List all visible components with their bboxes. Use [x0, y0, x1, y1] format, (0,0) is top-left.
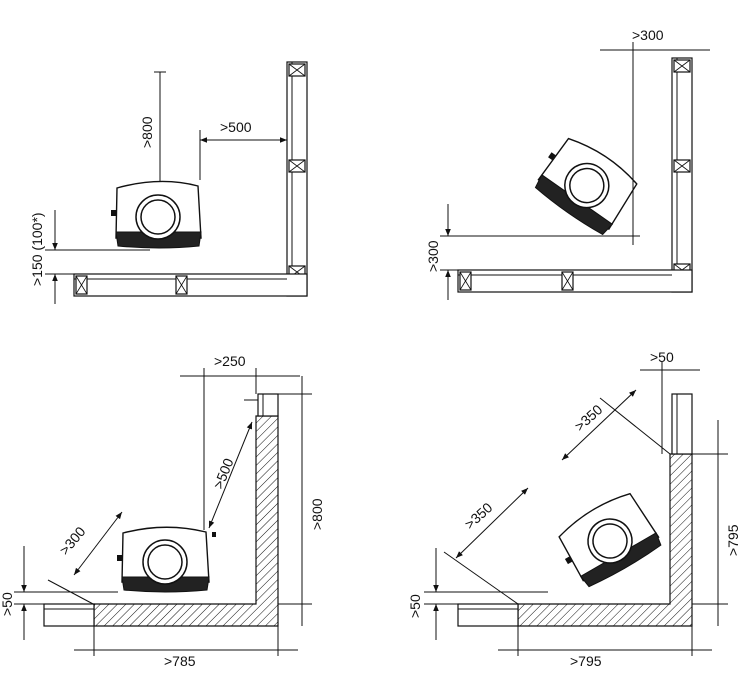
stove-icon [111, 180, 202, 249]
label-corner-clearance: >300 [56, 523, 89, 558]
label-wall-width: >785 [164, 653, 196, 669]
panel-bottom-left: >250 >500 >300 >800 >50 >785 [0, 353, 325, 669]
label-side-clearance: >300 [632, 27, 664, 43]
label-diag-clearance: >500 [210, 456, 237, 491]
label-wall-width: >795 [570, 653, 602, 669]
label-wall-height: >800 [309, 498, 325, 530]
label-diag-clearance-upper: >350 [571, 401, 605, 434]
wall-vertical [671, 57, 693, 293]
panel-top-right: >300 >300 [425, 27, 710, 300]
wall-horizontal [73, 273, 308, 297]
label-top-offset: >250 [214, 353, 246, 369]
wall-hatched [457, 393, 693, 627]
label-top-clearance: >800 [139, 116, 155, 148]
label-floor-offset: >50 [407, 594, 423, 618]
label-rear-clearance: >300 [425, 240, 441, 272]
panel-bottom-right: >50 >350 >350 >795 >50 >795 [407, 349, 741, 669]
stove-icon [117, 526, 216, 593]
label-diag-clearance-lower: >350 [461, 499, 495, 532]
label-side-clearance: >500 [220, 119, 252, 135]
wall-vertical [286, 61, 308, 297]
label-rear-clearance: >150 (100*) [29, 212, 45, 286]
stove-icon [534, 137, 638, 236]
panel-top-left: >800 >500 >150 (100*) [29, 61, 308, 304]
label-floor-offset: >50 [0, 592, 15, 616]
label-top-offset: >50 [650, 349, 674, 365]
wall-hatched [43, 393, 279, 627]
label-wall-height: >795 [725, 524, 741, 556]
wall-horizontal [457, 269, 693, 293]
stove-icon [558, 492, 662, 588]
